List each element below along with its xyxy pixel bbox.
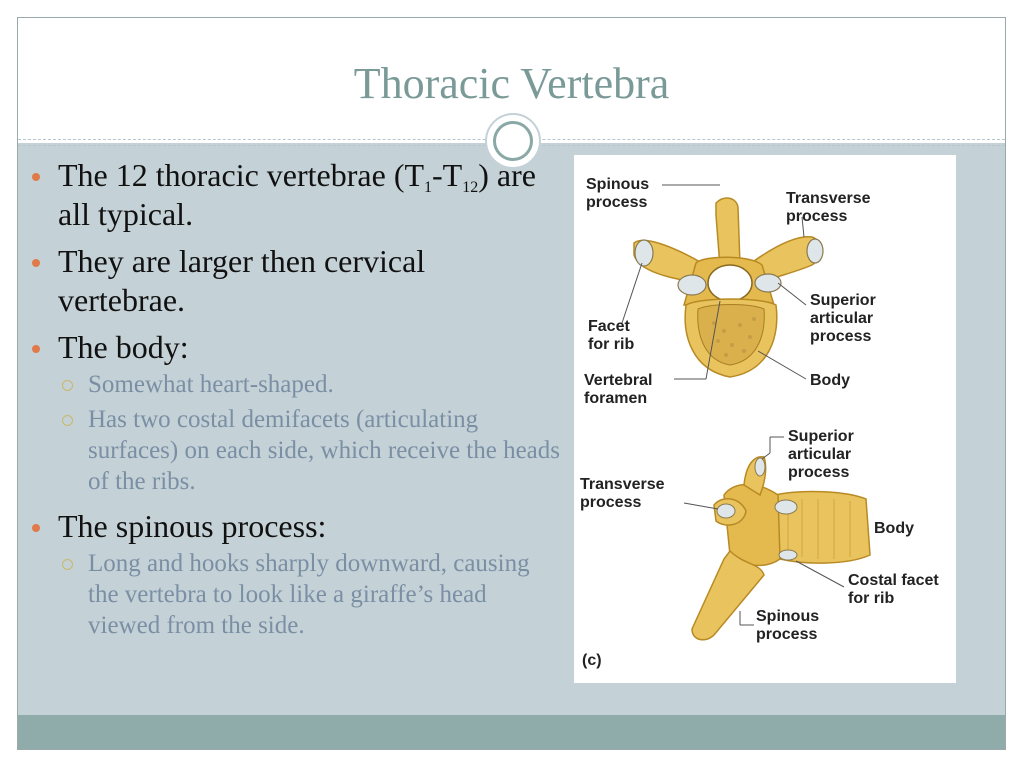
- label-bottom-superior-1: Superior: [788, 428, 854, 445]
- label-panel-c: (c): [582, 652, 602, 669]
- bullet-thoracic-count: The 12 thoracic vertebrae (T1-T12) are a…: [30, 156, 560, 234]
- label-top-foramen-2: foramen: [584, 390, 647, 407]
- label-bottom-body: Body: [874, 520, 914, 537]
- slide-title: Thoracic Vertebra: [353, 59, 670, 108]
- ornament-ring: [493, 121, 533, 161]
- bullet-ring-icon: [62, 380, 73, 391]
- sub-bullet-giraffe: Long and hooks sharply downward, causing…: [30, 548, 560, 641]
- sub-bullet-demifacets: Has two costal demifacets (articulating …: [30, 404, 560, 497]
- bullet-dot-icon: [32, 524, 40, 532]
- bullet-dot-icon: [32, 345, 40, 353]
- label-top-spinous-1: Spinous: [586, 176, 649, 193]
- label-bottom-superior-2: articular: [788, 446, 851, 463]
- bullet-dot-icon: [32, 173, 40, 181]
- sub-bullet-heart-shaped: Somewhat heart-shaped.: [30, 369, 560, 400]
- label-top-transverse-2: process: [786, 208, 847, 225]
- label-top-spinous-2: process: [586, 194, 647, 211]
- label-top-facet-2: for rib: [588, 336, 634, 353]
- bullet-ring-icon: [62, 559, 73, 570]
- vertebra-figure: Spinous process Transverse process Facet…: [574, 155, 956, 683]
- label-top-superior-1: Superior: [810, 292, 876, 309]
- label-bottom-superior-3: process: [788, 464, 849, 481]
- label-bottom-transverse-2: process: [580, 494, 641, 511]
- label-top-facet-1: Facet: [588, 318, 630, 335]
- label-bottom-costal-2: for rib: [848, 590, 894, 607]
- top-vertebra-drawing: [621, 184, 824, 380]
- vertebra-illustration: Spinous process Transverse process Facet…: [580, 176, 939, 669]
- label-bottom-spinous-2: process: [756, 626, 817, 643]
- label-top-body: Body: [810, 372, 850, 389]
- label-bottom-transverse-1: Transverse: [580, 476, 665, 493]
- bullet-larger: They are larger then cervical vertebrae.: [30, 242, 560, 320]
- bullet-spinous: The spinous process:: [30, 507, 560, 546]
- side-vertebra-drawing: [683, 436, 871, 641]
- label-top-superior-2: articular: [810, 310, 873, 327]
- label-top-foramen-1: Vertebral: [584, 372, 652, 389]
- ornament-circle-icon: [485, 113, 541, 169]
- bullet-dot-icon: [32, 259, 40, 267]
- label-bottom-spinous-1: Spinous: [756, 608, 819, 625]
- bullet-body: The body:: [30, 328, 560, 367]
- label-top-transverse-1: Transverse: [786, 190, 871, 207]
- bullet-ring-icon: [62, 415, 73, 426]
- label-bottom-costal-1: Costal facet: [848, 572, 939, 589]
- footer-band: [18, 715, 1005, 749]
- bullet-list: The 12 thoracic vertebrae (T1-T12) are a…: [30, 156, 560, 645]
- label-top-superior-3: process: [810, 328, 871, 345]
